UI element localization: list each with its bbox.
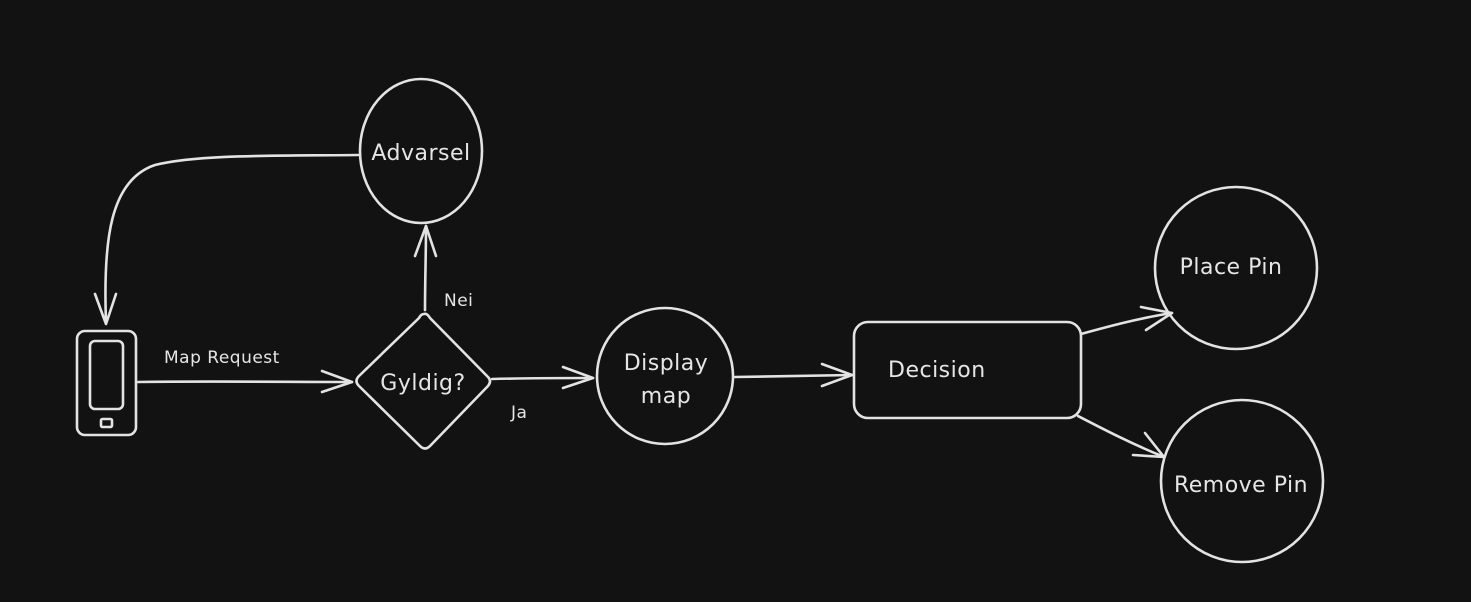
decision-label: Decision xyxy=(888,358,986,383)
advarsel-label: Advarsel xyxy=(371,141,470,166)
display-map-node xyxy=(595,306,735,446)
edge-display-to-decision xyxy=(733,362,854,388)
edge-label-nei: Nei xyxy=(444,291,473,311)
edge-decision-to-place-pin xyxy=(1079,305,1174,336)
edge-label-ja: Ja xyxy=(510,403,527,423)
smartphone-icon xyxy=(75,329,138,437)
place-pin-node xyxy=(1153,185,1319,351)
decision-diamond-gyldig xyxy=(355,312,492,450)
edge-nei xyxy=(413,224,438,312)
display-map-label-line1: Display xyxy=(624,351,709,376)
remove-pin-node xyxy=(1159,398,1325,564)
place-pin-label: Place Pin xyxy=(1180,255,1283,280)
edge-advarsel-to-phone xyxy=(93,153,360,326)
edge-decision-to-remove-pin xyxy=(1076,414,1166,459)
edge-map-request xyxy=(136,369,354,394)
gyldig-label: Gyldig? xyxy=(380,371,465,396)
decision-box xyxy=(852,320,1083,420)
remove-pin-label: Remove Pin xyxy=(1174,473,1308,498)
warning-node xyxy=(358,77,484,225)
edge-label-map-request: Map Request xyxy=(164,348,280,368)
display-map-label-line2: map xyxy=(641,384,691,409)
edge-ja xyxy=(490,365,595,390)
